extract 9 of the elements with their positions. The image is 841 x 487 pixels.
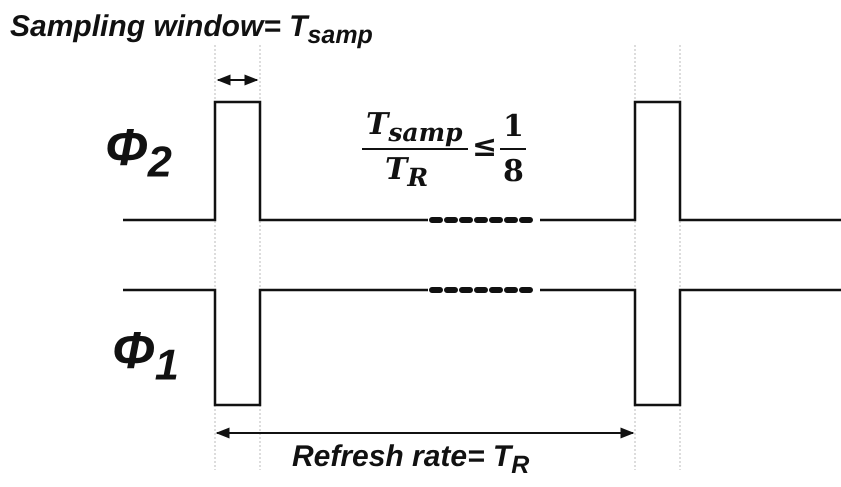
signal-label: Φ$_{1}$	[112, 325, 179, 388]
formula-denominator: T$_{R}$	[385, 155, 428, 190]
dimension-label: Refresh rate= T$_{R}$	[292, 442, 530, 478]
formula-operator: ≤	[472, 132, 498, 162]
formula-numerator: 1	[503, 112, 524, 142]
formula-denominator: 8	[503, 157, 524, 187]
title: Sampling window= T$_{samp}$	[10, 12, 373, 48]
signal-label: Φ$_{2}$	[105, 122, 172, 185]
formula-numerator: T$_{samp}$	[366, 110, 463, 145]
